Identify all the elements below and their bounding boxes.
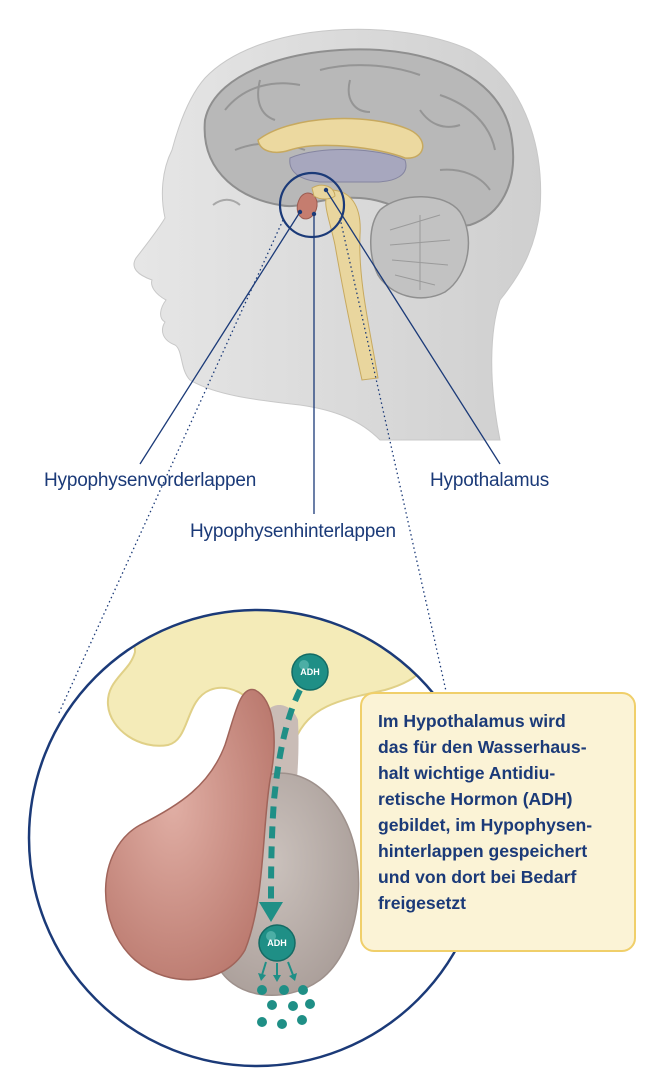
corpus-callosum [257, 117, 424, 159]
info-line: freigesetzt [378, 893, 466, 913]
adh-molecule-top: ADH [291, 653, 329, 691]
line-vorderlappen [139, 211, 301, 465]
info-line: und von dort bei Bedarf [378, 867, 577, 887]
info-line: halt wichtige Antidiu- [378, 763, 556, 783]
info-box: Im Hypothalamus wird das für den Wasserh… [360, 692, 636, 952]
head-illustration [133, 28, 542, 441]
info-line: retische Hormon (ADH) [378, 789, 573, 809]
label-hypothalamus: Hypothalamus [430, 470, 550, 491]
adh-label-top: ADH [300, 667, 320, 677]
line-hypothalamus [325, 189, 501, 465]
zoom-line-left [57, 219, 284, 716]
adh-molecule-bottom: ADH [258, 924, 296, 962]
released-hormone-dots [257, 985, 315, 1029]
magnifier-ring [278, 171, 346, 239]
leader-lines [139, 187, 501, 514]
info-line: hinterlappen gespeichert [378, 841, 588, 861]
zoom-line-right [339, 217, 449, 701]
zoom-lines [57, 217, 449, 716]
info-line: das für den Wasserhaus- [378, 737, 587, 757]
adh-label-bottom: ADH [267, 938, 287, 948]
release-arrows [258, 961, 297, 982]
label-hypophysenvorderlappen: Hypophysenvorderlappen [44, 470, 257, 491]
anterior-lobe [104, 688, 275, 981]
brainstem [325, 189, 379, 381]
eye-detail [212, 198, 241, 206]
cerebellum-folia [389, 214, 451, 290]
info-line: gebildet, im Hypophysen- [378, 815, 593, 835]
label-hypophysenhinterlappen: Hypophysenhinterlappen [190, 521, 396, 542]
thalamus-ventricle [289, 149, 407, 183]
transport-arrowhead [259, 902, 283, 922]
info-line: Im Hypothalamus wird [378, 711, 566, 731]
